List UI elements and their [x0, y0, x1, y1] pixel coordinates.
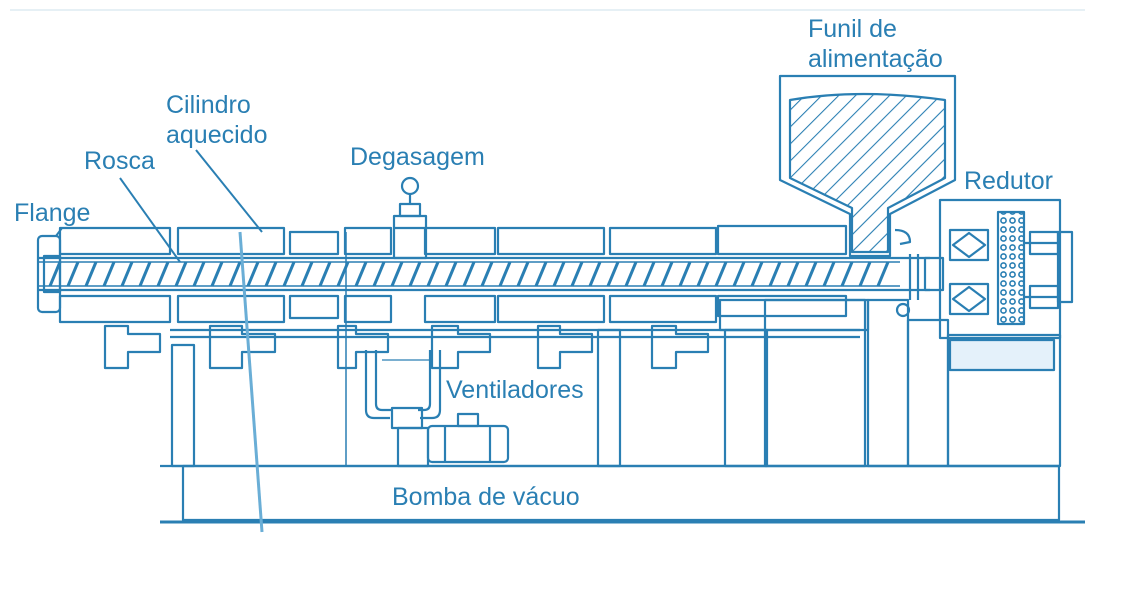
screw-flight — [642, 261, 656, 287]
screw-flight — [300, 261, 314, 287]
screw-flight — [768, 261, 782, 287]
screw-flight — [696, 261, 710, 287]
screw-flight — [732, 261, 746, 287]
vertical-rule — [238, 231, 264, 533]
screw-flight — [66, 261, 80, 287]
screw-flight — [822, 261, 836, 287]
screw-flights — [48, 261, 890, 287]
screw-flight — [840, 261, 854, 287]
screw-flight — [228, 261, 242, 287]
screw-flight — [318, 261, 332, 287]
barrel — [38, 256, 930, 292]
screw-flight — [372, 261, 386, 287]
label-funil-line1: Funil de — [808, 15, 897, 43]
screw-flight — [282, 261, 296, 287]
screw-flight — [804, 261, 818, 287]
screw-flight — [48, 261, 62, 287]
screw-flight — [462, 261, 476, 287]
screw-flight — [534, 261, 548, 287]
screw-flight — [84, 261, 98, 287]
drive-cabinets — [718, 298, 1062, 468]
screw-flight — [210, 261, 224, 287]
screw-flight — [858, 261, 872, 287]
fan-units — [103, 324, 710, 370]
flange — [36, 234, 62, 314]
screw-flight — [408, 261, 422, 287]
screw-flight — [750, 261, 764, 287]
screw-flight — [570, 261, 584, 287]
screw-flight — [120, 261, 134, 287]
screw-flight — [516, 261, 530, 287]
screw-flight — [156, 261, 170, 287]
base-frame — [160, 464, 1085, 524]
gearbox-reducer — [895, 198, 1074, 340]
screw-flight — [390, 261, 404, 287]
label-cilindro-line2: aquecido — [166, 121, 267, 149]
screw-flight — [660, 261, 674, 287]
heater-bands — [58, 224, 848, 324]
screw-flight — [498, 261, 512, 287]
screw-flight — [714, 261, 728, 287]
screw-flight — [102, 261, 116, 287]
screw-flight — [426, 261, 440, 287]
screw-flight — [552, 261, 566, 287]
screw-flight — [876, 261, 890, 287]
label-ventiladores: Ventiladores — [446, 376, 584, 404]
label-rosca: Rosca — [84, 147, 155, 175]
label-flange: Flange — [14, 199, 90, 227]
screw-flight — [786, 261, 800, 287]
label-degasagem: Degasagem — [350, 143, 485, 171]
degassing-port — [392, 176, 428, 260]
screw-flight — [192, 261, 206, 287]
screw-flight — [354, 261, 368, 287]
screw-flight — [174, 261, 188, 287]
screw-flight — [264, 261, 278, 287]
vacuum-pump — [364, 350, 510, 468]
screw-flight — [624, 261, 638, 287]
feed-hopper — [778, 74, 957, 258]
screw-flight — [588, 261, 602, 287]
screw-flight — [246, 261, 260, 287]
screw-flight — [480, 261, 494, 287]
label-cilindro-line1: Cilindro — [166, 91, 251, 119]
screw-flight — [444, 261, 458, 287]
label-bomba: Bomba de vácuo — [392, 483, 580, 511]
label-redutor: Redutor — [964, 167, 1053, 195]
label-funil-line2: alimentação — [808, 45, 943, 73]
screw-flight — [678, 261, 692, 287]
screw-flight — [138, 261, 152, 287]
screw-flight — [606, 261, 620, 287]
leader-lines — [55, 149, 263, 263]
